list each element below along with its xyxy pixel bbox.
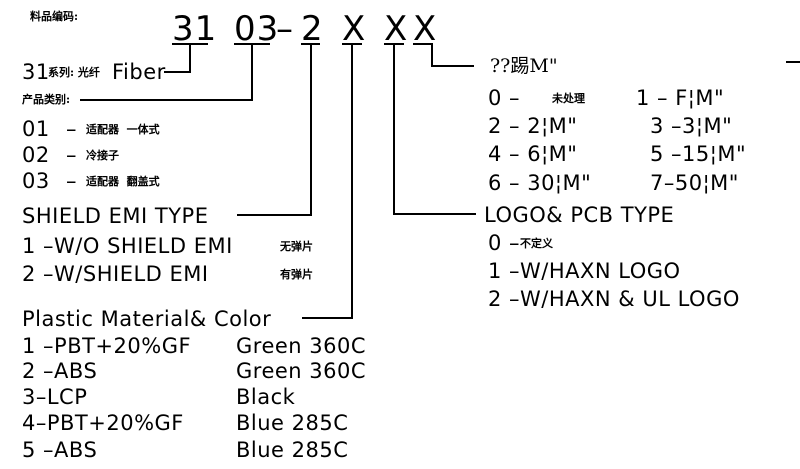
length-item-0-cn: 未处理 [552,92,585,105]
length-item-2: 2 – 2¦M" [488,114,578,138]
length-item-0: 0 – [488,86,521,110]
logo-title: LOGO& PCB TYPE [484,203,675,227]
material-color-2: Green 360C [236,359,367,383]
category-code-03: 03 [22,169,50,193]
shield-title: SHIELD EMI TYPE [22,204,209,228]
leader-shield [237,44,312,216]
material-color-3: Black [236,385,296,409]
material-title: Plastic Material& Color [22,307,272,331]
length-item-4: 4 – 6¦M" [488,142,578,166]
category-code-01: 01 [22,117,50,141]
length-title: ??踢M" [490,55,558,77]
category-desc-02: 冷接子 [86,149,119,162]
category-desc-03: 适配器 翻盖式 [86,175,160,188]
leader-length [431,44,474,67]
leader-series [164,44,191,73]
code-seg3: 2 [301,9,324,49]
shield-item-1-cn: 无弹片 [280,240,313,253]
part-number-label: 料品编码: [30,10,79,23]
category-dash-02: – [66,143,77,167]
code-seg2: 03 [234,9,280,49]
material-row-1: 1 –PBT+20%GF [22,334,192,358]
series-prefix: 31 [22,60,50,84]
series-label-en: Fiber [112,60,166,84]
category-dash-01: – [66,117,77,141]
shield-item-1: 1 –W/O SHIELD EMI [22,234,233,258]
series-label-cn: 系列: 光纤 [48,66,100,79]
material-color-1: Green 360C [236,334,367,358]
length-item-7: 7–50¦M" [650,171,739,195]
length-item-1: 1 – F¦M" [636,86,725,110]
code-dash: – [276,9,294,49]
leader-material [302,44,353,319]
shield-item-2-cn: 有弹片 [280,268,313,281]
logo-item-0-cn: 不定义 [520,237,553,250]
length-item-6: 6 – 30¦M" [488,171,592,195]
material-row-4: 4–PBT+20%GF [22,411,184,435]
category-desc-01: 适配器 一体式 [86,123,160,136]
category-dash-03: – [66,169,77,193]
code-seg6: X [413,9,438,49]
category-title: 产品类别: [22,93,71,106]
shield-item-2: 2 –W/SHIELD EMI [22,262,209,286]
leader-category [80,44,253,101]
material-row-3: 3–LCP [22,385,88,409]
length-item-3: 3 –3¦M" [650,114,733,138]
material-row-2: 2 –ABS [22,359,98,383]
leader-logo [393,44,476,215]
code-seg1: 31 [172,9,218,49]
material-color-4: Blue 285C [236,411,349,435]
category-code-02: 02 [22,143,50,167]
code-seg5: X [384,9,409,49]
logo-item-1: 1 –W/HAXN LOGO [488,259,681,283]
length-item-5: 5 –15¦M" [650,142,747,166]
material-color-5: Blue 285C [236,438,349,462]
material-row-5: 5 –ABS [22,438,98,462]
code-seg4: X [342,9,367,49]
logo-item-2: 2 –W/HAXN & UL LOGO [488,287,740,311]
logo-item-0: 0 – [488,231,521,255]
